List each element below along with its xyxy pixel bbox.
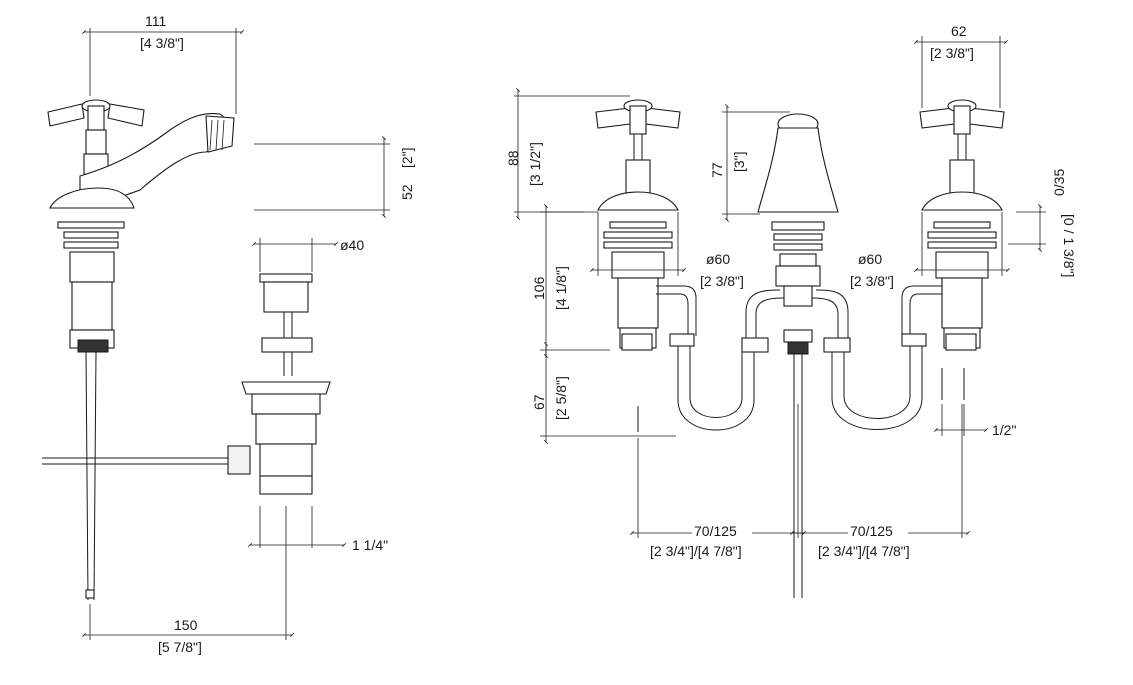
- dim-waste-diameter-mm: ø40: [340, 237, 364, 253]
- dim-projection-inch: [5 7/8"]: [158, 639, 202, 655]
- dim-deck-range: 0/35 [0 / 1 3/8"]: [1008, 169, 1077, 277]
- front-left-handle: [595, 99, 681, 349]
- dim-head-height-mm: 52: [399, 184, 415, 200]
- dim-spout-height-mm: 77: [709, 162, 725, 178]
- pop-up-waste: [42, 273, 331, 495]
- dim-left-flange-mm: ø60: [706, 251, 730, 267]
- side-handle: [47, 99, 145, 177]
- dim-inlet-size-inch: 1/2": [992, 422, 1016, 438]
- dim-shank-height-mm: 106: [531, 276, 547, 300]
- dim-right-flange-inch: [2 3/8"]: [850, 273, 894, 289]
- side-flange: [49, 187, 135, 209]
- dim-pipe-drop: 67 [2 5/8"]: [531, 342, 676, 444]
- dim-spout-height-inch: [3"]: [731, 151, 747, 172]
- dim-pipe-drop-mm: 67: [531, 394, 547, 410]
- dim-left-flange: ø60 [2 3/8"]: [590, 212, 744, 289]
- dim-right-spacing-mm: 70/125: [850, 523, 893, 539]
- dim-handle-height-inch: [3 1/2"]: [527, 142, 543, 186]
- front-view: 88 [3 1/2"] 106 [4 1/8"] 67 [2 5/8"] 77 …: [505, 23, 1077, 598]
- side-view: 111 [4 3/8"] 52 [2"] ø40 1 1/4": [42, 13, 415, 655]
- dim-shank-height: 106 [4 1/8"]: [531, 204, 610, 358]
- dim-pipe-drop-inch: [2 5/8"]: [553, 376, 569, 420]
- dim-right-flange: ø60 [2 3/8"]: [850, 212, 1010, 289]
- dim-projection-mm: 150: [174, 617, 198, 633]
- dim-spout-height: 77 [3"]: [709, 104, 790, 222]
- dim-handle-width: 62 [2 3/8"]: [914, 23, 1008, 108]
- dim-handle-width-mm: 62: [951, 23, 967, 39]
- front-centre-spout: [757, 113, 839, 598]
- dim-right-spacing-inch: [2 3/4"]/[4 7/8"]: [818, 543, 910, 559]
- dim-right-flange-mm: ø60: [858, 251, 882, 267]
- front-right-handle: [919, 99, 1005, 349]
- dim-spout-width: 111 [4 3/8"]: [82, 13, 244, 114]
- connecting-pipes: [621, 285, 977, 432]
- dim-left-spacing: 70/125 [2 3/4"]/[4 7/8"]: [630, 404, 806, 559]
- dim-left-spacing-mm: 70/125: [694, 523, 737, 539]
- dim-spout-width-mm: 111: [145, 13, 166, 29]
- dim-right-spacing: 70/125 [2 3/4"]/[4 7/8"]: [790, 404, 970, 559]
- dim-waste-thread-inch: 1 1/4": [352, 537, 388, 553]
- dim-handle-width-inch: [2 3/8"]: [930, 45, 974, 61]
- side-spout: [79, 112, 235, 201]
- dim-left-flange-inch: [2 3/8"]: [700, 273, 744, 289]
- dim-head-height-inch: [2"]: [399, 147, 415, 168]
- dim-projection: 150 [5 7/8"]: [82, 506, 294, 655]
- dim-waste-thread: 1 1/4": [248, 506, 388, 553]
- dim-spout-width-inch: [4 3/8"]: [140, 35, 184, 51]
- dim-handle-height-mm: 88: [505, 150, 521, 166]
- dim-head-height: 52 [2"]: [254, 136, 415, 218]
- dim-deck-range-mm: 0/35: [1051, 169, 1067, 196]
- dim-waste-diameter: ø40: [252, 237, 364, 272]
- dim-inlet-size: 1/2": [934, 404, 1016, 438]
- dim-left-spacing-inch: [2 3/4"]/[4 7/8"]: [650, 543, 742, 559]
- dim-deck-range-inch: [0 / 1 3/8"]: [1061, 214, 1077, 277]
- dim-shank-height-inch: [4 1/8"]: [553, 266, 569, 310]
